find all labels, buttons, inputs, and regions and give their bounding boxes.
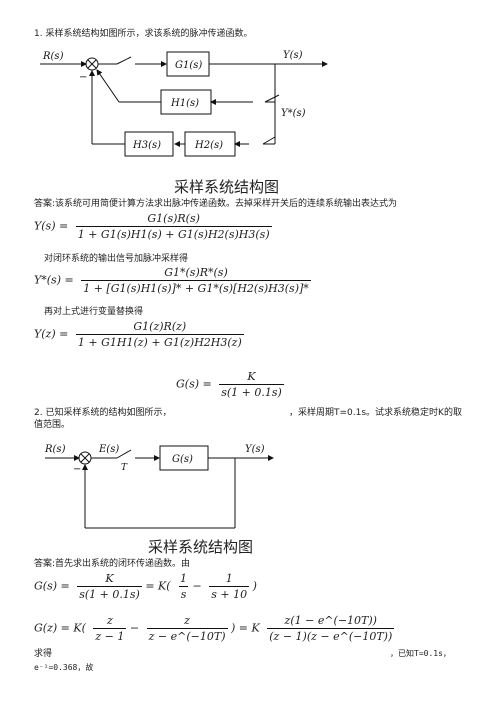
caption-2: 采样系统结构图: [148, 538, 254, 556]
equation-2: Y*(s) = G1*(s)R*(s) 1 + [G1(s)H1(s)]* + …: [34, 266, 311, 295]
equation-4-f1-num: K: [105, 572, 114, 585]
block-diagram-2: R(s) E(s) − T G(s) Y(s): [44, 444, 274, 529]
equation-5-frac-2: z z − e^(−10T): [146, 614, 228, 643]
label-sampled-output: Y*(s): [281, 108, 306, 119]
label-output: Y(s): [283, 50, 303, 61]
gs-lhs: G(s) =: [176, 377, 212, 391]
block-g1: G1(s): [175, 60, 202, 71]
answer2-tail-a: 求得: [34, 649, 53, 659]
equation-5-f1-num: z: [107, 614, 113, 627]
equation-4-lhs: G(s) =: [34, 579, 70, 593]
equation-4-f3-num: 1: [225, 572, 233, 585]
equation-4-frac-3: 1 s + 10: [209, 572, 250, 601]
equation-4-frac-2: 1 s: [178, 572, 189, 601]
equation-2-fraction: G1*(s)R*(s) 1 + [G1(s)H1(s)]* + G1*(s)[H…: [81, 266, 311, 295]
equation-4: G(s) = K s(1 + 0.1s) = K( 1 s − 1 s + 10…: [34, 572, 257, 601]
problem2-question-a: 2. 已知采样系统的结构如图所示，: [34, 408, 172, 418]
equation-4-f2-den: s: [178, 586, 189, 601]
block-diagram-1: R(s) − G1(s) Y(s) H1(s) Y*(s) H3(s) H2(s…: [40, 50, 328, 157]
equation-1: Y(s) = G1(s)R(s) 1 + G1(s)H1(s) + G1(s)H…: [34, 212, 272, 241]
gs-den: s(1 + 0.1s): [219, 384, 284, 399]
answer2-tail-c: e⁻¹=0.368，故: [34, 663, 94, 672]
gs-fraction: K s(1 + 0.1s): [219, 370, 284, 399]
answer1-step2: 对闭环系统的输出信号加脉冲采样得: [44, 254, 189, 264]
answer2-tail-b: ，已知T=0.1s，: [390, 649, 451, 658]
equation-3-num: G1(z)R(z): [133, 320, 187, 333]
equation-5-lhs: G(z) = K(: [34, 621, 86, 635]
equation-5-f2-num: z: [184, 614, 190, 627]
equation-2-num: G1*(s)R*(s): [164, 266, 228, 279]
caption-1: 采样系统结构图: [174, 178, 280, 196]
block-h3: H3(s): [132, 140, 161, 151]
label-minus-2: −: [73, 464, 81, 475]
gs-num: K: [247, 370, 256, 383]
equation-5-frac-1: z z − 1: [93, 614, 127, 643]
equation-3-fraction: G1(z)R(z) 1 + G1H1(z) + G1(z)H2H3(z): [75, 320, 244, 349]
equation-5-mid: ) = K: [231, 621, 260, 635]
label-minus: −: [79, 72, 87, 83]
problem1-question: 1. 采样系统结构如图所示，求该系统的脉冲传递函数。: [34, 29, 253, 39]
equation-5: G(z) = K( z z − 1 − z z − e^(−10T) ) = K…: [34, 614, 395, 643]
equation-1-den: 1 + G1(s)H1(s) + G1(s)H2(s)H3(s): [75, 226, 272, 241]
equation-3: Y(z) = G1(z)R(z) 1 + G1H1(z) + G1(z)H2H3…: [34, 320, 244, 349]
equation-1-fraction: G1(s)R(s) 1 + G1(s)H1(s) + G1(s)H2(s)H3(…: [75, 212, 272, 241]
answer1-intro: 答案:该系统可用简便计算方法求出脉冲传递函数。去掉采样开关后的连续系统输出表达式…: [34, 199, 398, 209]
equation-1-num: G1(s)R(s): [147, 212, 200, 225]
equation-4-f3-den: s + 10: [209, 586, 250, 601]
label-r-input: R(s): [44, 444, 66, 455]
equation-5-f1-den: z − 1: [93, 628, 127, 643]
equation-4-f2-num: 1: [180, 572, 188, 585]
equation-5-frac-3: z(1 − e^(−10T)) (z − 1)(z − e^(−10T)): [267, 614, 395, 643]
label-y-output: Y(s): [245, 444, 265, 455]
equation-4-mid: = K(: [145, 579, 171, 593]
equation-3-lhs: Y(z) =: [34, 327, 69, 341]
equation-2-den: 1 + [G1(s)H1(s)]* + G1*(s)[H2(s)H3(s)]*: [81, 280, 311, 295]
label-switch-t: T: [121, 463, 128, 473]
answer2-intro: 答案:首先求出系统的闭环传递函数。由: [34, 559, 191, 569]
equation-5-minus: −: [129, 621, 140, 635]
block-h1: H1(s): [170, 98, 199, 109]
problem2-question-c: 值范围。: [34, 420, 71, 430]
problem2-question-b: ，采样周期T=0.1s。试求系统稳定时K的取: [289, 408, 462, 418]
equation-5-f2-den: z − e^(−10T): [146, 628, 228, 643]
equation-5-f3-den: (z − 1)(z − e^(−10T)): [267, 628, 395, 643]
equation-2-lhs: Y*(s) =: [34, 273, 74, 287]
equation-4-minus: −: [192, 579, 202, 593]
label-e-error: E(s): [98, 444, 119, 455]
equation-1-lhs: Y(s) =: [34, 219, 69, 233]
gs-formula: G(s) = K s(1 + 0.1s): [176, 370, 284, 399]
block-g: G(s): [172, 454, 193, 465]
answer1-step3: 再对上式进行变量替换得: [44, 307, 144, 317]
equation-5-f3-num: z(1 − e^(−10T)): [284, 614, 377, 627]
equation-4-frac-1: K s(1 + 0.1s): [77, 572, 142, 601]
label-input: R(s): [42, 51, 64, 62]
equation-3-den: 1 + G1H1(z) + G1(z)H2H3(z): [75, 334, 244, 349]
equation-4-f1-den: s(1 + 0.1s): [77, 586, 142, 601]
block-h2: H2(s): [194, 140, 223, 151]
equation-4-close: ): [252, 579, 257, 593]
